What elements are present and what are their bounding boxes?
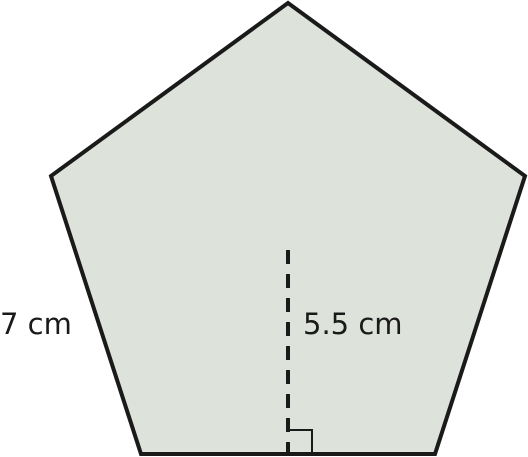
apothem-length-label: 5.5 cm [303, 307, 403, 341]
pentagon-shape [48, 0, 528, 456]
side-length-label: 7 cm [0, 307, 72, 341]
right-angle-marker [288, 429, 313, 453]
